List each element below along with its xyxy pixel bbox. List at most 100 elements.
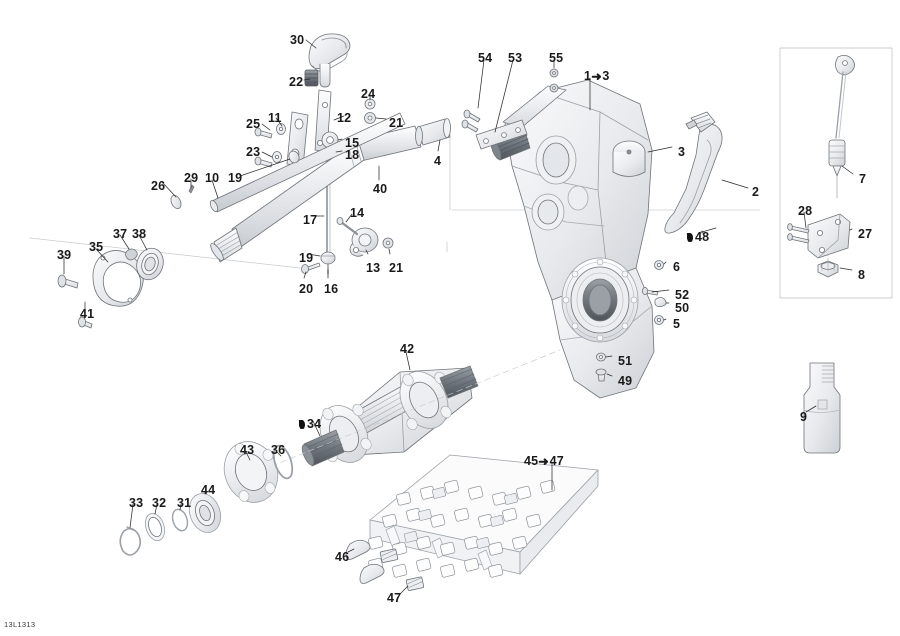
callout-19: 19 [299,251,314,265]
part-49-drain-plug [595,368,607,382]
callout-21: 21 [389,116,404,130]
callout-54: 54 [478,51,493,65]
callout-7: 7 [859,172,867,186]
part-14-link-rod [336,217,359,236]
callout-22: 22 [289,75,304,89]
callout-16: 16 [324,282,339,296]
part-40-drive-shaft [210,125,422,263]
callout-34: 34 [298,418,321,431]
part-43-gear-hub [223,441,279,503]
callout-11: 11 [268,111,282,125]
callout-24: 24 [361,87,376,101]
callout-8: 8 [858,268,866,282]
part-32-seal [145,512,165,542]
diagram-reference-code: 13L1313 [4,620,36,629]
part-45-47-chain-assembly [368,454,599,578]
part-47-pin-b [405,576,425,591]
callout-35: 35 [89,240,104,254]
callout-51: 51 [618,354,633,368]
callout-2: 2 [752,185,760,199]
oil-drop-icon [686,232,694,243]
callout-5: 5 [673,317,681,331]
callout-52: 52 [675,288,690,302]
callout-39: 39 [57,248,72,262]
part-5-bolt [654,315,664,325]
callout-42: 42 [400,342,415,356]
part-36-o-ring [272,444,294,480]
part-55-nuts [549,68,559,93]
part-26-bushing [170,194,182,210]
part-25-bolt [254,127,273,139]
part-39-bolt [57,274,79,289]
part-21-nut-lower [382,237,394,249]
callout-32: 32 [152,496,167,510]
callout-44: 44 [201,483,216,497]
callout-12: 12 [337,111,352,125]
part-22-lever-boot [304,69,319,87]
part-2-connector-end [685,111,716,133]
part-3-filler-cap [612,140,646,177]
part-51-washer [596,352,606,362]
part-28-screws [787,223,810,244]
callout-4: 4 [434,154,442,168]
callout-21: 21 [389,261,404,275]
part-7-sensor-switch [828,55,855,199]
range-arrow-icon: ➜ [538,454,550,469]
part-38-bearing [136,247,164,281]
callout-43: 43 [240,443,255,457]
part-8-nut [817,253,839,278]
callout-20: 20 [299,282,314,296]
callout-48: 48 [686,231,709,244]
part-21-nut-upper [364,112,376,124]
part-9-oil-bottle [803,362,841,454]
part-37-snap-ring [125,248,138,261]
callout-3: 3 [678,145,686,159]
callout-53: 53 [508,51,523,65]
callout-17: 17 [303,213,318,227]
part-46-chain-link [345,539,371,560]
callout-29: 29 [184,171,199,185]
callout-40: 40 [373,182,388,196]
range-arrow-icon: ➜ [591,69,603,84]
part-31-washer [171,508,189,532]
callout-27: 27 [858,227,873,241]
part-42-differential [261,349,561,471]
part-6-bolt [654,260,664,270]
part-52-stud [642,286,659,296]
part-35-flange-gasket [92,250,144,307]
part-50-clip [654,297,667,308]
inset-panel-right-top [779,47,893,299]
part-24-washer [364,98,376,110]
part-4-sleeve [415,118,451,146]
part-54-bolts [461,109,481,133]
part-41-bolt [78,316,93,329]
callout-10: 10 [205,171,220,185]
callout-28: 28 [798,204,813,218]
callout-18: 18 [345,148,360,162]
callout-25: 25 [246,117,261,131]
callout-45-to-47: 45➜47 [524,454,564,469]
callout-9: 9 [800,410,808,424]
callout-55: 55 [549,51,564,65]
callout-30: 30 [290,33,305,47]
part-29-clip [188,184,195,194]
leader-lines [63,39,854,595]
callout-33: 33 [129,496,144,510]
callout-36: 36 [271,443,286,457]
callout-14: 14 [350,206,365,220]
part-23-washer [272,151,282,163]
part-10-shaft-tube [209,112,406,213]
part-47-pin-a [379,548,399,563]
part-2-shift-arm [664,124,723,234]
callout-38: 38 [132,227,147,241]
part-30-shift-lever-knob [308,33,351,88]
part-44-bearing [188,493,222,533]
part-13-bellcrank [349,227,379,257]
part-53-mount-bracket [475,119,528,150]
callout-13: 13 [366,261,381,275]
callout-31: 31 [177,496,192,510]
callout-50: 50 [675,301,690,315]
callout-26: 26 [151,179,166,193]
